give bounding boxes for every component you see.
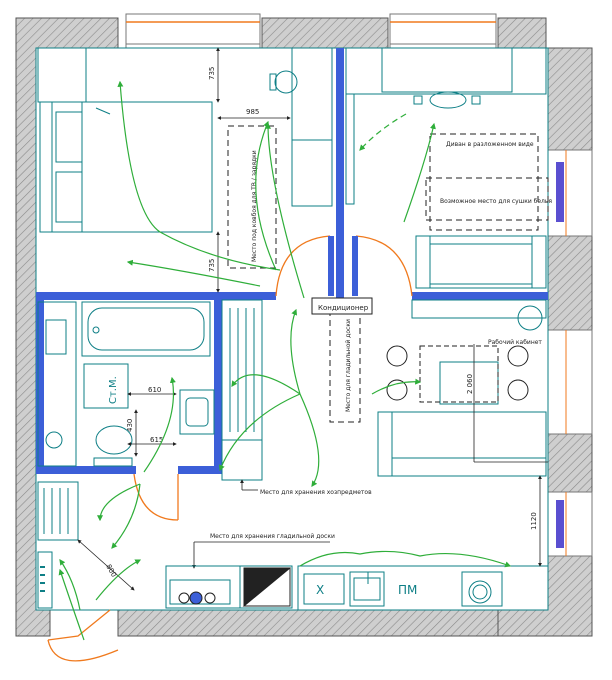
dim-985: 985 bbox=[246, 108, 259, 116]
sofa-top bbox=[415, 235, 547, 289]
washing-machine bbox=[83, 363, 129, 409]
storage-household-label: Место для хранения хозпредметов bbox=[260, 489, 372, 496]
dining-zone bbox=[419, 345, 499, 403]
top-window-right bbox=[389, 13, 497, 49]
kitchen-sink-icon bbox=[353, 572, 381, 601]
tv-zone bbox=[227, 125, 277, 269]
sofa-bed-label: Диван в разложенном виде bbox=[446, 141, 534, 148]
partitions bbox=[36, 48, 548, 474]
workdesk bbox=[411, 299, 547, 331]
dim-615: 615 bbox=[150, 436, 163, 444]
ironing-label: Место для гладильной доски bbox=[345, 319, 352, 412]
dim-800: 800 bbox=[104, 563, 118, 579]
dim-2060: 2 060 bbox=[466, 374, 474, 394]
hall-shelf-marks bbox=[40, 566, 45, 592]
conditioner-label: Кондиционер bbox=[318, 304, 369, 312]
sink bbox=[179, 389, 215, 435]
washing-drum-icon bbox=[468, 580, 492, 604]
bedroom-dimensions bbox=[216, 47, 291, 293]
dim-1120: 1120 bbox=[530, 512, 538, 530]
dim-800-line bbox=[77, 539, 135, 591]
top-window-left bbox=[125, 13, 261, 49]
sofa-bottom bbox=[377, 411, 547, 477]
right-window-1 bbox=[547, 149, 593, 237]
dim-735-bottom: 735 bbox=[208, 259, 216, 272]
bathroom-cabinet bbox=[221, 299, 263, 481]
oven-icon-triangle bbox=[242, 566, 291, 607]
right-window-3 bbox=[547, 491, 593, 557]
flow-arrows bbox=[58, 80, 512, 641]
dim-610: 610 bbox=[148, 386, 161, 394]
drying-zone bbox=[425, 177, 549, 221]
bathroom-dimensions bbox=[127, 392, 177, 457]
storage-board-label: Место для хранения гладильной доски bbox=[210, 533, 335, 540]
hall-wardrobe bbox=[37, 481, 79, 609]
sofa-bed-zone bbox=[429, 133, 539, 231]
kitchen-x-label: Х bbox=[316, 583, 324, 597]
bedroom-desk bbox=[37, 47, 333, 207]
right-window-2 bbox=[547, 329, 593, 435]
washing-machine-label: Ст.М. bbox=[108, 376, 119, 404]
dim-430: 430 bbox=[126, 419, 134, 432]
living-wardrobe bbox=[345, 47, 547, 205]
dim-735-top: 735 bbox=[208, 67, 216, 80]
living-chair-icon bbox=[413, 91, 481, 109]
kitchen-pm-label: ПМ bbox=[398, 583, 417, 597]
stove-icon bbox=[178, 591, 216, 605]
toilet bbox=[93, 425, 133, 467]
washer-left bbox=[37, 301, 77, 467]
bathtub bbox=[81, 301, 211, 357]
tv-zone-label: Место под ковбоя для ТВ / зарядки bbox=[251, 150, 258, 262]
door-frames bbox=[328, 236, 358, 296]
dining-chairs bbox=[386, 345, 529, 401]
bed bbox=[39, 101, 213, 233]
kitchen-counter bbox=[165, 565, 549, 611]
drying-label: Возможное место для сушки белья bbox=[440, 198, 552, 205]
exterior-walls bbox=[15, 17, 593, 637]
workplace-label: Рабочий кабинет bbox=[488, 339, 542, 346]
bedroom-chair-icon bbox=[269, 70, 298, 94]
conditioner-box bbox=[311, 297, 373, 315]
